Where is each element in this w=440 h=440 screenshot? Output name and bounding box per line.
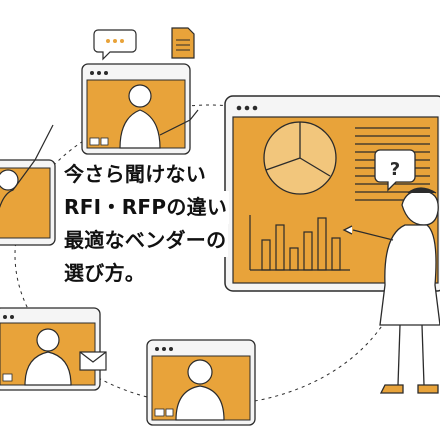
headline-line-4: 選び方。 — [62, 257, 148, 290]
video-window-left — [0, 124, 56, 246]
video-window-bottom-center — [146, 339, 256, 426]
video-camera-icon[interactable] — [154, 408, 165, 417]
speaker-icon[interactable] — [100, 137, 109, 146]
video-window-top — [81, 63, 199, 155]
chat-bubble-icon — [93, 29, 137, 61]
pie-chart-icon — [263, 121, 337, 195]
headline-line-3: 最適なベンダーの — [62, 224, 229, 257]
headline-line-1: 今さら聞けない — [62, 158, 209, 191]
video-window-bottom-left — [0, 307, 101, 391]
question-bubble-icon: ? — [374, 149, 416, 192]
headline-line-2: RFI・RFPの違い — [62, 191, 230, 224]
document-icon — [171, 27, 195, 59]
video-camera-icon[interactable] — [89, 137, 100, 146]
video-camera-icon[interactable] — [2, 373, 13, 382]
bar-chart-icon — [249, 215, 350, 271]
headline: 今さら聞けない RFI・RFPの違い 最適なベンダーの 選び方。 — [62, 158, 230, 290]
speaker-icon[interactable] — [165, 408, 174, 417]
question-mark: ? — [390, 159, 400, 180]
presenter-person — [342, 187, 440, 394]
envelope-icon — [79, 351, 107, 371]
